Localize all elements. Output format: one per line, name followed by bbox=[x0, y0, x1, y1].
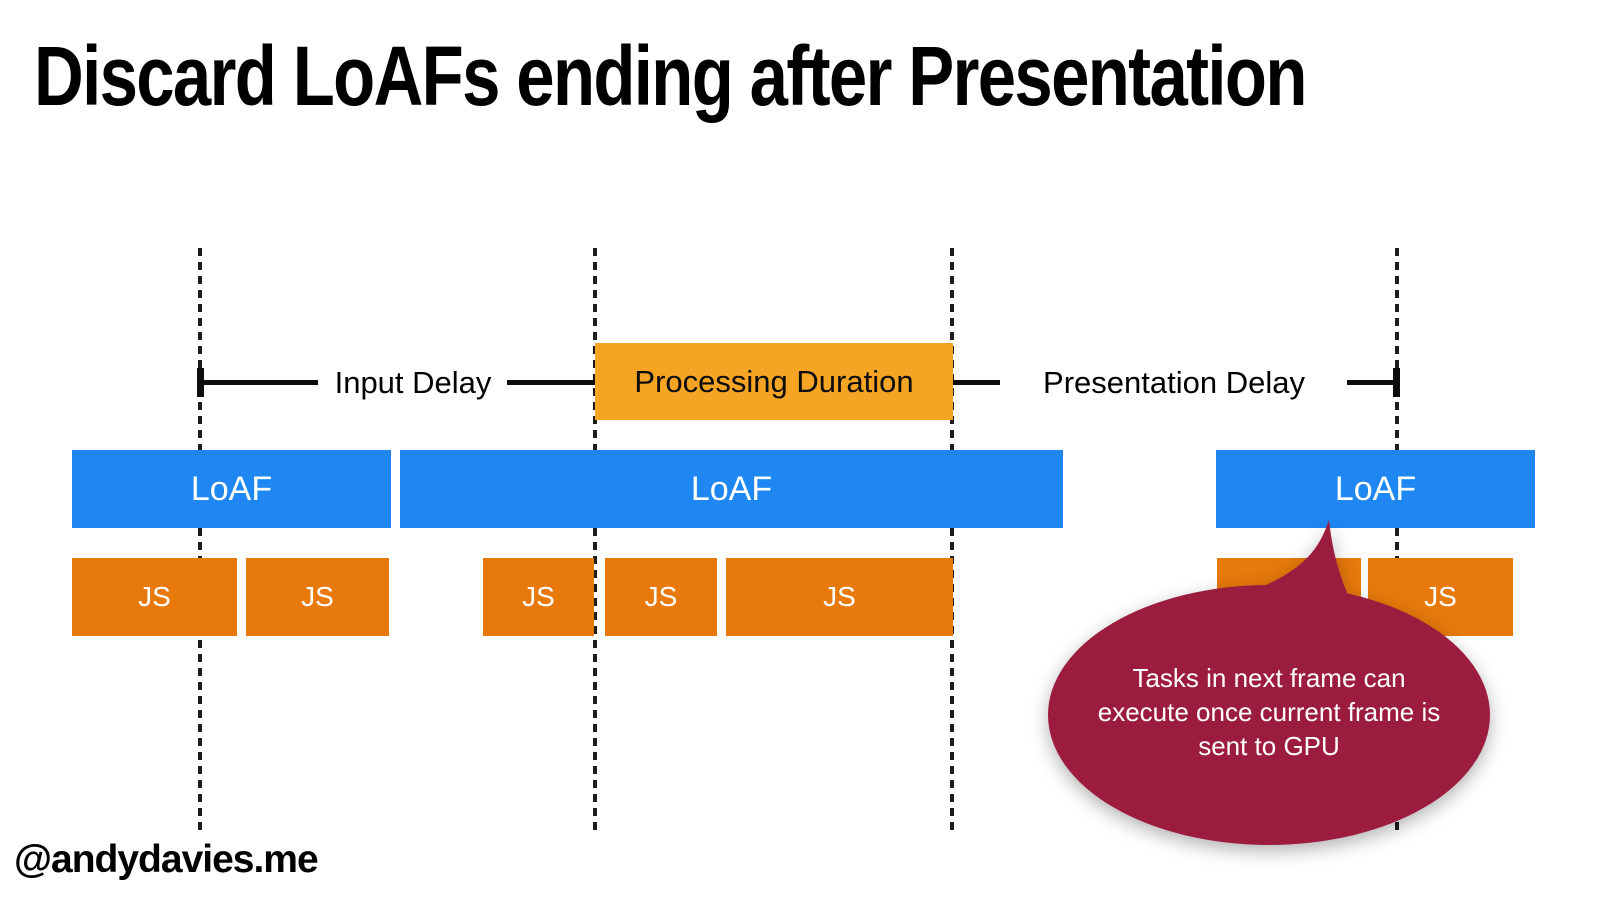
js-block: JS bbox=[246, 558, 389, 636]
presentation-delay-line-left bbox=[953, 380, 1000, 385]
js-block: JS bbox=[726, 558, 953, 636]
presentation-delay-label: Presentation Delay bbox=[1043, 365, 1305, 400]
js-block: JS bbox=[605, 558, 717, 636]
presentation-delay-end-tick bbox=[1393, 368, 1400, 397]
loaf-bar-label: LoAF bbox=[1334, 469, 1417, 508]
loaf-bar: LoAF bbox=[400, 450, 1063, 528]
callout-line: execute once current frame is bbox=[1097, 697, 1441, 727]
js-block: JS bbox=[1368, 558, 1513, 636]
frame-boundary-line bbox=[1395, 248, 1399, 830]
loaf-bar-label: LoAF bbox=[690, 469, 773, 508]
js-block bbox=[1217, 558, 1361, 636]
processing-duration-label: Processing Duration bbox=[634, 363, 914, 399]
js-block-label: JS bbox=[644, 581, 678, 612]
input-delay-line-left bbox=[202, 380, 318, 385]
js-block: JS bbox=[483, 558, 594, 636]
page-title: Discard LoAFs ending after Presentation bbox=[34, 29, 1307, 123]
js-block: JS bbox=[72, 558, 237, 636]
js-block-label: JS bbox=[138, 581, 171, 612]
js-block-label: JS bbox=[1424, 581, 1457, 612]
js-block-label: JS bbox=[522, 581, 555, 612]
js-block-label: JS bbox=[823, 581, 856, 612]
loaf-bar: LoAF bbox=[1216, 450, 1535, 528]
author-handle: @andydavies.me bbox=[14, 838, 319, 881]
input-delay-label: Input Delay bbox=[334, 365, 492, 400]
presentation-delay-line-right bbox=[1347, 380, 1394, 385]
callout-text: Tasks in next frame can execute once cur… bbox=[1034, 661, 1504, 763]
input-delay-line-right bbox=[507, 380, 595, 385]
loaf-bar: LoAF bbox=[72, 450, 391, 528]
input-delay-start-tick bbox=[197, 368, 204, 397]
processing-duration-box: Processing Duration bbox=[595, 343, 953, 420]
frame-boundary-line bbox=[593, 248, 597, 830]
loaf-bar-label: LoAF bbox=[190, 469, 273, 508]
callout-line: Tasks in next frame can bbox=[1132, 663, 1406, 693]
frame-boundary-line bbox=[950, 248, 954, 830]
js-block-label: JS bbox=[301, 581, 334, 612]
callout-line: sent to GPU bbox=[1198, 731, 1340, 761]
frame-boundary-line bbox=[198, 248, 202, 830]
